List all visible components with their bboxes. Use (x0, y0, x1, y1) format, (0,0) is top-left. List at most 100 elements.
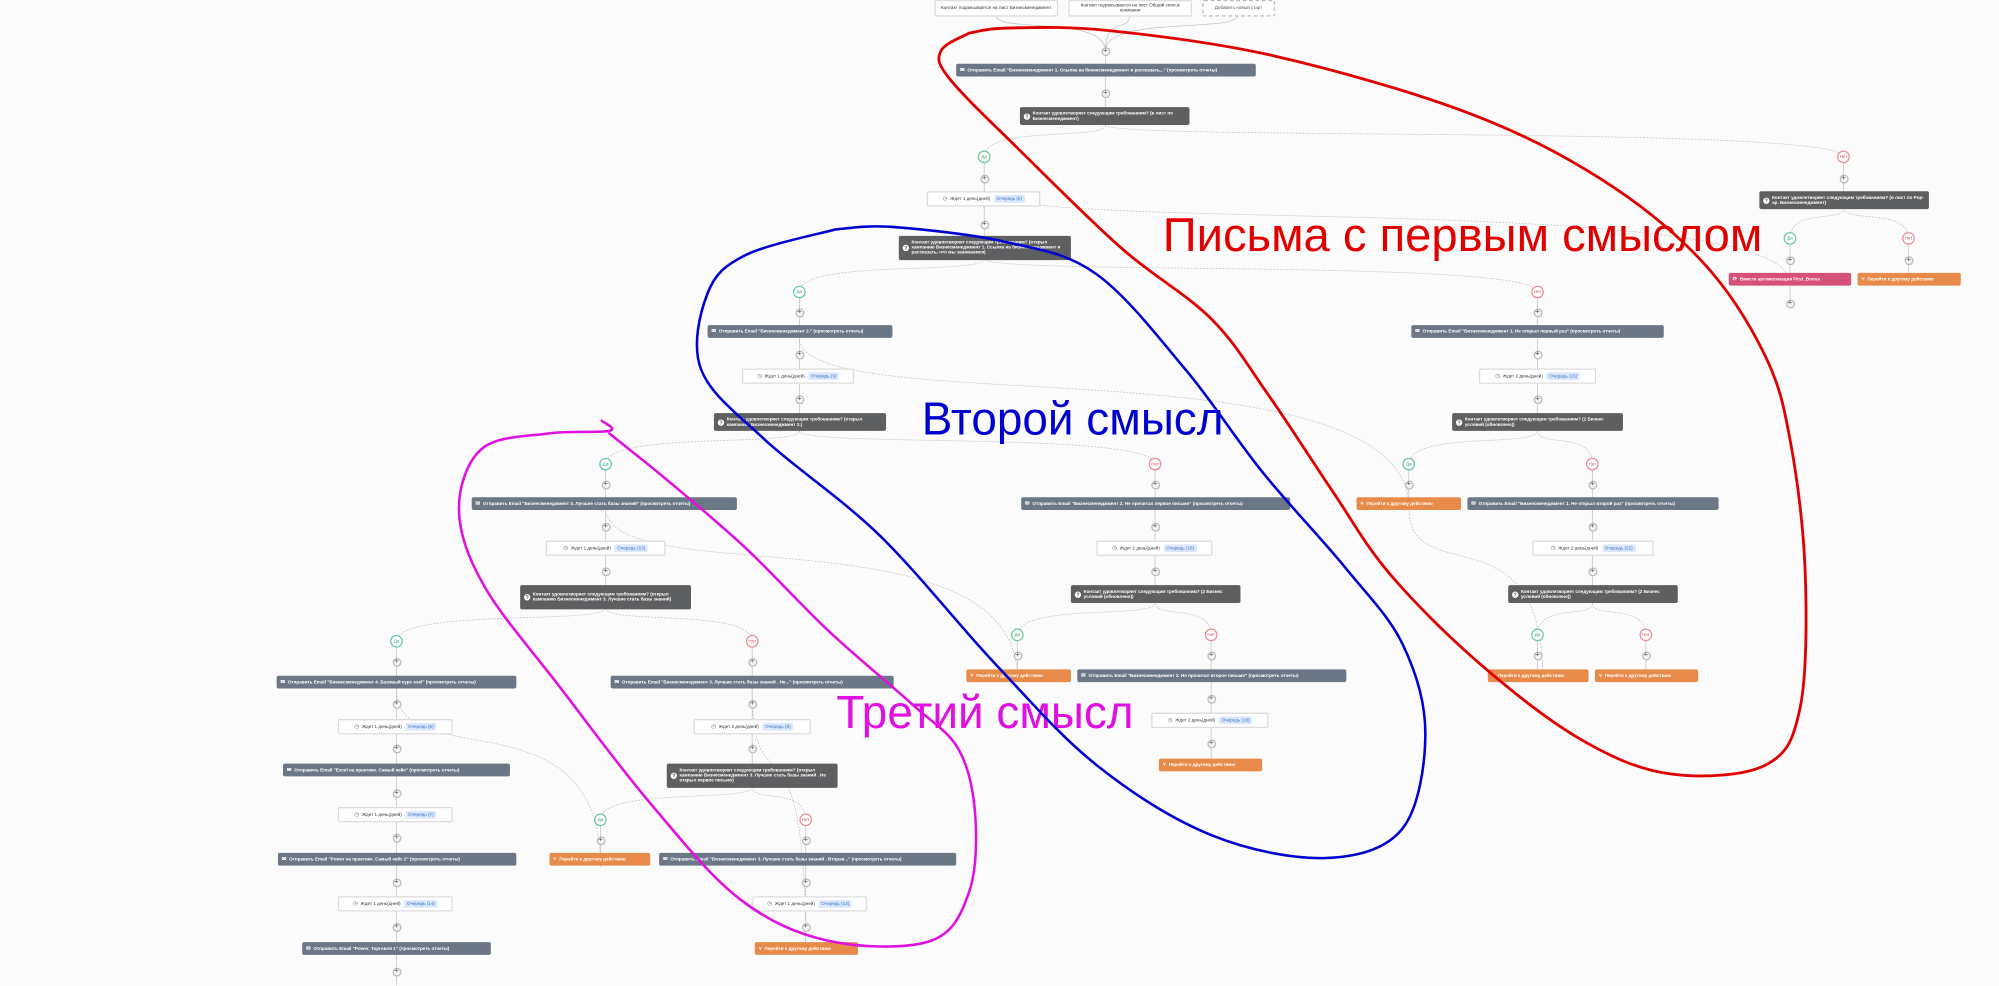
add-step-button[interactable]: + (1785, 298, 1795, 308)
email-node[interactable]: ✉Отправить Email "Бизнесменеджмент 3. Лу… (610, 675, 894, 689)
branch-yes-label[interactable]: Да (390, 634, 403, 648)
add-step-button[interactable]: + (1206, 738, 1216, 748)
add-start-button[interactable]: Добавить новый старт (1202, 0, 1275, 16)
branch-no-label[interactable]: Нет (1837, 150, 1850, 164)
add-step-button[interactable]: + (601, 522, 611, 531)
branch-no-label[interactable]: Нет (745, 634, 759, 648)
branch-yes-label[interactable]: Да (599, 457, 612, 471)
branch-no-label[interactable]: Нет (1204, 628, 1218, 642)
wait-node[interactable]: ◷Ждет 2 день(дней)Очередь (22) (1532, 540, 1654, 556)
branch-no-label[interactable]: Нет (1531, 285, 1544, 299)
start-node[interactable]: Контакт подписывается на лист Бизнесмене… (934, 0, 1059, 16)
branch-no-label[interactable]: Нет (1639, 628, 1653, 642)
add-step-button[interactable]: + (1150, 522, 1160, 531)
add-step-button[interactable]: + (392, 788, 401, 798)
wait-node[interactable]: ◷Ждет 2 день(дней)Очередь (16) (1096, 540, 1213, 556)
add-step-button[interactable]: + (1587, 522, 1597, 531)
email-node[interactable]: ✉Отправить Email "Бизнесменеджмент 2. Не… (1021, 497, 1291, 510)
add-step-button[interactable]: + (1100, 46, 1110, 56)
cond-node[interactable]: ?Контакт удовлетворяет следующим требова… (520, 584, 691, 609)
branch-yes-label[interactable]: Да (792, 285, 806, 299)
goto-node[interactable]: ⑂Перейти к другому действию (1356, 497, 1462, 510)
branch-no-label[interactable]: Нет (1902, 232, 1915, 245)
add-step-button[interactable]: + (601, 566, 611, 576)
goto-node[interactable]: ⑂Перейти к другому действию (1594, 669, 1699, 683)
add-step-button[interactable]: + (1533, 650, 1542, 660)
add-step-button[interactable]: + (1839, 174, 1848, 183)
add-step-button[interactable]: + (1587, 566, 1597, 576)
queue-badge[interactable]: Очередь (13) (818, 900, 852, 908)
email-node[interactable]: ✉Отправить Email "Бизнесменеджмент 3. Лу… (471, 497, 737, 510)
cond-node[interactable]: ?Контакт удовлетворяет следующим требова… (1452, 413, 1623, 431)
goto-node[interactable]: ⑂Перейти к другому действию (754, 942, 859, 955)
goto-node[interactable]: ⑂Перейти к другому действию (549, 852, 651, 866)
email-node[interactable]: ✉Отправить Email "Бизнесменеджмент 1. Сс… (956, 63, 1256, 77)
queue-badge[interactable]: Очередь (22) (1602, 544, 1636, 552)
queue-badge[interactable]: Очередь (8) (994, 195, 1025, 203)
add-step-button[interactable]: + (1641, 650, 1651, 660)
queue-badge[interactable]: Очередь (9) (762, 723, 794, 730)
email-node[interactable]: ✉Отправить Email "Power на практике. Сам… (277, 852, 517, 866)
wait-node[interactable]: ◷Ждет 1 день(дней)Очередь (13) (752, 896, 867, 912)
branch-no-label[interactable]: Нет (1585, 457, 1599, 471)
goto-node[interactable]: ⑂Перейти к другому действию (1857, 272, 1961, 286)
wait-node[interactable]: ◷Ждет 1 день(дней)Очередь (14) (337, 896, 453, 912)
automation-node[interactable]: ⟳Вместе автоматизация First_Bonus (1728, 272, 1852, 286)
email-node[interactable]: ✉Отправить Email "Power. Торговля 1" (пр… (302, 942, 491, 955)
add-step-button[interactable]: + (392, 657, 401, 667)
add-step-button[interactable]: + (801, 922, 811, 932)
wait-node[interactable]: ◷Ждет 1 день(дней)Очередь (6) (337, 719, 453, 735)
add-step-button[interactable]: + (1533, 394, 1542, 404)
queue-badge[interactable]: Очередь (6) (405, 723, 437, 730)
add-step-button[interactable]: + (1206, 650, 1216, 660)
wait-node[interactable]: ◷Ждет 1 день(дней)Очередь (13) (545, 540, 666, 556)
queue-badge[interactable]: Очередь (18) (1219, 716, 1253, 724)
add-step-button[interactable]: + (392, 743, 401, 753)
email-node[interactable]: ✉Отправить Email "Бизнесменеджмент 2." (… (707, 325, 893, 338)
wait-node[interactable]: ◷Ждет 2 день(дней)Очередь (15) (1478, 368, 1597, 384)
wait-node[interactable]: ◷Ждет 1 день(дней)Очередь (7) (337, 807, 453, 823)
add-step-button[interactable]: + (1012, 650, 1022, 660)
queue-badge[interactable]: Очередь (16) (1163, 544, 1197, 552)
add-step-button[interactable]: + (392, 922, 401, 932)
branch-no-label[interactable]: Нет (799, 813, 813, 827)
add-step-button[interactable]: + (392, 967, 401, 976)
cond-node[interactable]: ?Контакт удовлетворяет следующим требова… (898, 235, 1071, 260)
add-step-button[interactable]: + (1533, 307, 1542, 317)
cond-node[interactable]: ?Контакт удовлетворяет следующим требова… (1070, 585, 1241, 604)
queue-badge[interactable]: Очередь (14) (404, 900, 438, 908)
cond-node[interactable]: ?Контакт удовлетворяет следующим требова… (713, 413, 887, 431)
email-node[interactable]: ✉Отправить Email "Бизнесменеджмент 1. Не… (1467, 497, 1719, 510)
branch-yes-label[interactable]: Да (977, 150, 991, 164)
branch-yes-label[interactable]: Да (594, 813, 607, 827)
add-step-button[interactable]: + (392, 877, 401, 887)
wait-node[interactable]: ◷Ждет 2 день(дней)Очередь (18) (1151, 712, 1269, 728)
add-step-button[interactable]: + (596, 835, 605, 845)
add-step-button[interactable]: + (1100, 88, 1110, 98)
email-node[interactable]: ✉Отправить Email "Бизнесменеджмент 2. Не… (1077, 669, 1347, 683)
add-step-button[interactable]: + (1587, 479, 1597, 489)
queue-badge[interactable]: Очередь (13) (614, 544, 648, 552)
add-step-button[interactable]: + (794, 394, 804, 404)
add-step-button[interactable]: + (747, 657, 757, 667)
branch-yes-label[interactable]: Да (1010, 628, 1024, 642)
add-step-button[interactable]: + (747, 743, 757, 753)
goto-node[interactable]: ⑂Перейти к другому действию (966, 669, 1071, 683)
add-step-button[interactable]: + (801, 835, 811, 845)
add-step-button[interactable]: + (1404, 479, 1414, 489)
add-step-button[interactable]: + (1904, 255, 1913, 265)
add-step-button[interactable]: + (1150, 479, 1160, 489)
wait-node[interactable]: ◷Ждет 2 день(дней)Очередь (9) (693, 719, 811, 735)
add-step-button[interactable]: + (601, 479, 611, 489)
add-step-button[interactable]: + (794, 307, 804, 317)
cond-node[interactable]: ?Контакт удовлетворяет следующим требова… (1508, 585, 1678, 604)
add-step-button[interactable]: + (794, 349, 804, 359)
wait-node[interactable]: ◷Ждет 1 день(дней)Очередь (9) (741, 368, 855, 384)
goto-node[interactable]: ⑂Перейти к другому действию (1158, 758, 1263, 772)
add-step-button[interactable]: + (1785, 255, 1795, 265)
cond-node[interactable]: ?Контакт удовлетворяет следующим требова… (666, 763, 838, 788)
queue-badge[interactable]: Очередь (7) (405, 811, 437, 818)
add-step-button[interactable]: + (1533, 349, 1542, 359)
add-step-button[interactable]: + (979, 219, 989, 229)
